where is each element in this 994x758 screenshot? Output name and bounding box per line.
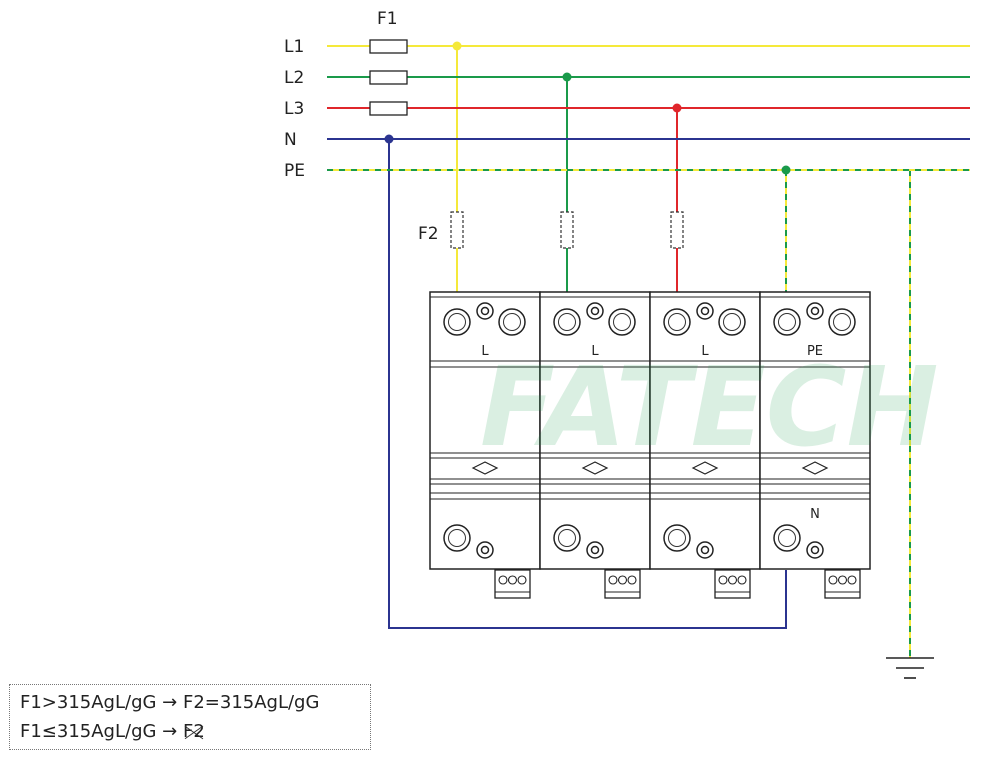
small-terminal-icon (586, 541, 604, 559)
terminal-screw-icon (608, 308, 636, 336)
fuse-f2-label: F2 (418, 224, 439, 244)
terminal-screw-inner (448, 529, 466, 547)
terminal-screw-icon (663, 308, 691, 336)
small-terminal-inner (480, 306, 490, 316)
junction-dot (781, 165, 791, 175)
note-line-2: F1≤315AgL/gG → F2 (20, 717, 370, 746)
status-indicator-icon (691, 461, 719, 475)
terminal-screw-inner (668, 529, 686, 547)
junction-dot (452, 41, 462, 51)
note-line-1: F1>315AgL/gG → F2=315AgL/gG (20, 692, 320, 713)
terminal-screw-inner (613, 313, 631, 331)
module-top-label: PE (807, 344, 823, 359)
contact-pin-icon (837, 575, 848, 585)
terminal-screw-icon (773, 308, 801, 336)
status-indicator-icon (581, 461, 609, 475)
junction-dot (562, 72, 572, 82)
junction-dot (672, 103, 682, 113)
terminal-screw-icon (553, 524, 581, 552)
small-terminal-inner (810, 545, 820, 555)
terminal-screw-inner (558, 529, 576, 547)
small-terminal-inner (700, 306, 710, 316)
terminal-screw-inner (503, 313, 521, 331)
bus-label-l2: L2 (284, 68, 304, 88)
terminal-screw-icon (443, 308, 471, 336)
status-indicator-icon (471, 461, 499, 475)
contact-pin-icon (718, 575, 728, 585)
contact-pin-icon (507, 575, 518, 585)
terminal-screw-icon (773, 524, 801, 552)
terminal-screw-icon (828, 308, 856, 336)
fuse-f1-l3 (369, 101, 408, 116)
module-top-label: L (591, 344, 599, 359)
small-terminal-inner (480, 545, 490, 555)
small-terminal-inner (700, 545, 710, 555)
terminal-screw-inner (778, 529, 796, 547)
bus-label-l1: L1 (284, 37, 304, 57)
terminal-screw-inner (558, 313, 576, 331)
bus-label-l3: L3 (284, 99, 304, 119)
terminal-screw-icon (553, 308, 581, 336)
fuse-f2-l1 (450, 211, 464, 249)
small-terminal-icon (476, 302, 494, 320)
small-terminal-inner (590, 545, 600, 555)
contact-pin-icon (828, 575, 838, 585)
small-terminal-icon (806, 541, 824, 559)
spd-module-4: PE N (759, 291, 871, 599)
contact-pin-icon (517, 575, 527, 585)
module-bottom-label: N (810, 507, 820, 522)
contact-pin-icon (498, 575, 508, 585)
small-terminal-icon (696, 541, 714, 559)
terminal-screw-icon (718, 308, 746, 336)
spd-module-2: L (539, 291, 651, 599)
terminal-screw-inner (833, 313, 851, 331)
small-terminal-icon (586, 302, 604, 320)
terminal-screw-inner (723, 313, 741, 331)
fuse-rule-note: F1>315AgL/gG → F2=315AgL/gG F1≤315AgL/gG… (9, 684, 371, 750)
contact-pin-icon (608, 575, 618, 585)
neutral-wire (388, 139, 787, 629)
small-terminal-inner (590, 306, 600, 316)
terminal-screw-icon (498, 308, 526, 336)
terminal-screw-icon (443, 524, 471, 552)
contact-pin-icon (617, 575, 628, 585)
module-body (649, 291, 761, 570)
terminal-screw-inner (448, 313, 466, 331)
contact-pin-icon (627, 575, 637, 585)
spd-module-3: L (649, 291, 761, 599)
terminal-screw-inner (778, 313, 796, 331)
contact-pin-icon (847, 575, 857, 585)
contact-pin-icon (727, 575, 738, 585)
fuse-f1-label: F1 (377, 9, 398, 29)
status-indicator-icon (801, 461, 829, 475)
module-body (539, 291, 651, 570)
contact-pin-icon (737, 575, 747, 585)
terminal-screw-inner (668, 313, 686, 331)
small-terminal-inner (810, 306, 820, 316)
small-terminal-icon (806, 302, 824, 320)
struck-f2: F2 (183, 717, 205, 746)
module-top-label: L (481, 344, 489, 359)
module-top-label: L (701, 344, 709, 359)
fuse-f2-l2 (560, 211, 574, 249)
junction-dot (384, 134, 394, 144)
small-terminal-icon (696, 302, 714, 320)
fuse-f1-l2 (369, 70, 408, 85)
terminal-screw-icon (663, 524, 691, 552)
module-body (759, 291, 871, 570)
fuse-f1-l1 (369, 39, 408, 54)
fuse-f2-l3 (670, 211, 684, 249)
bus-label-n: N (284, 130, 297, 150)
small-terminal-icon (476, 541, 494, 559)
module-body (429, 291, 541, 570)
bus-label-pe: PE (284, 161, 305, 181)
spd-module-1: L (429, 291, 541, 599)
